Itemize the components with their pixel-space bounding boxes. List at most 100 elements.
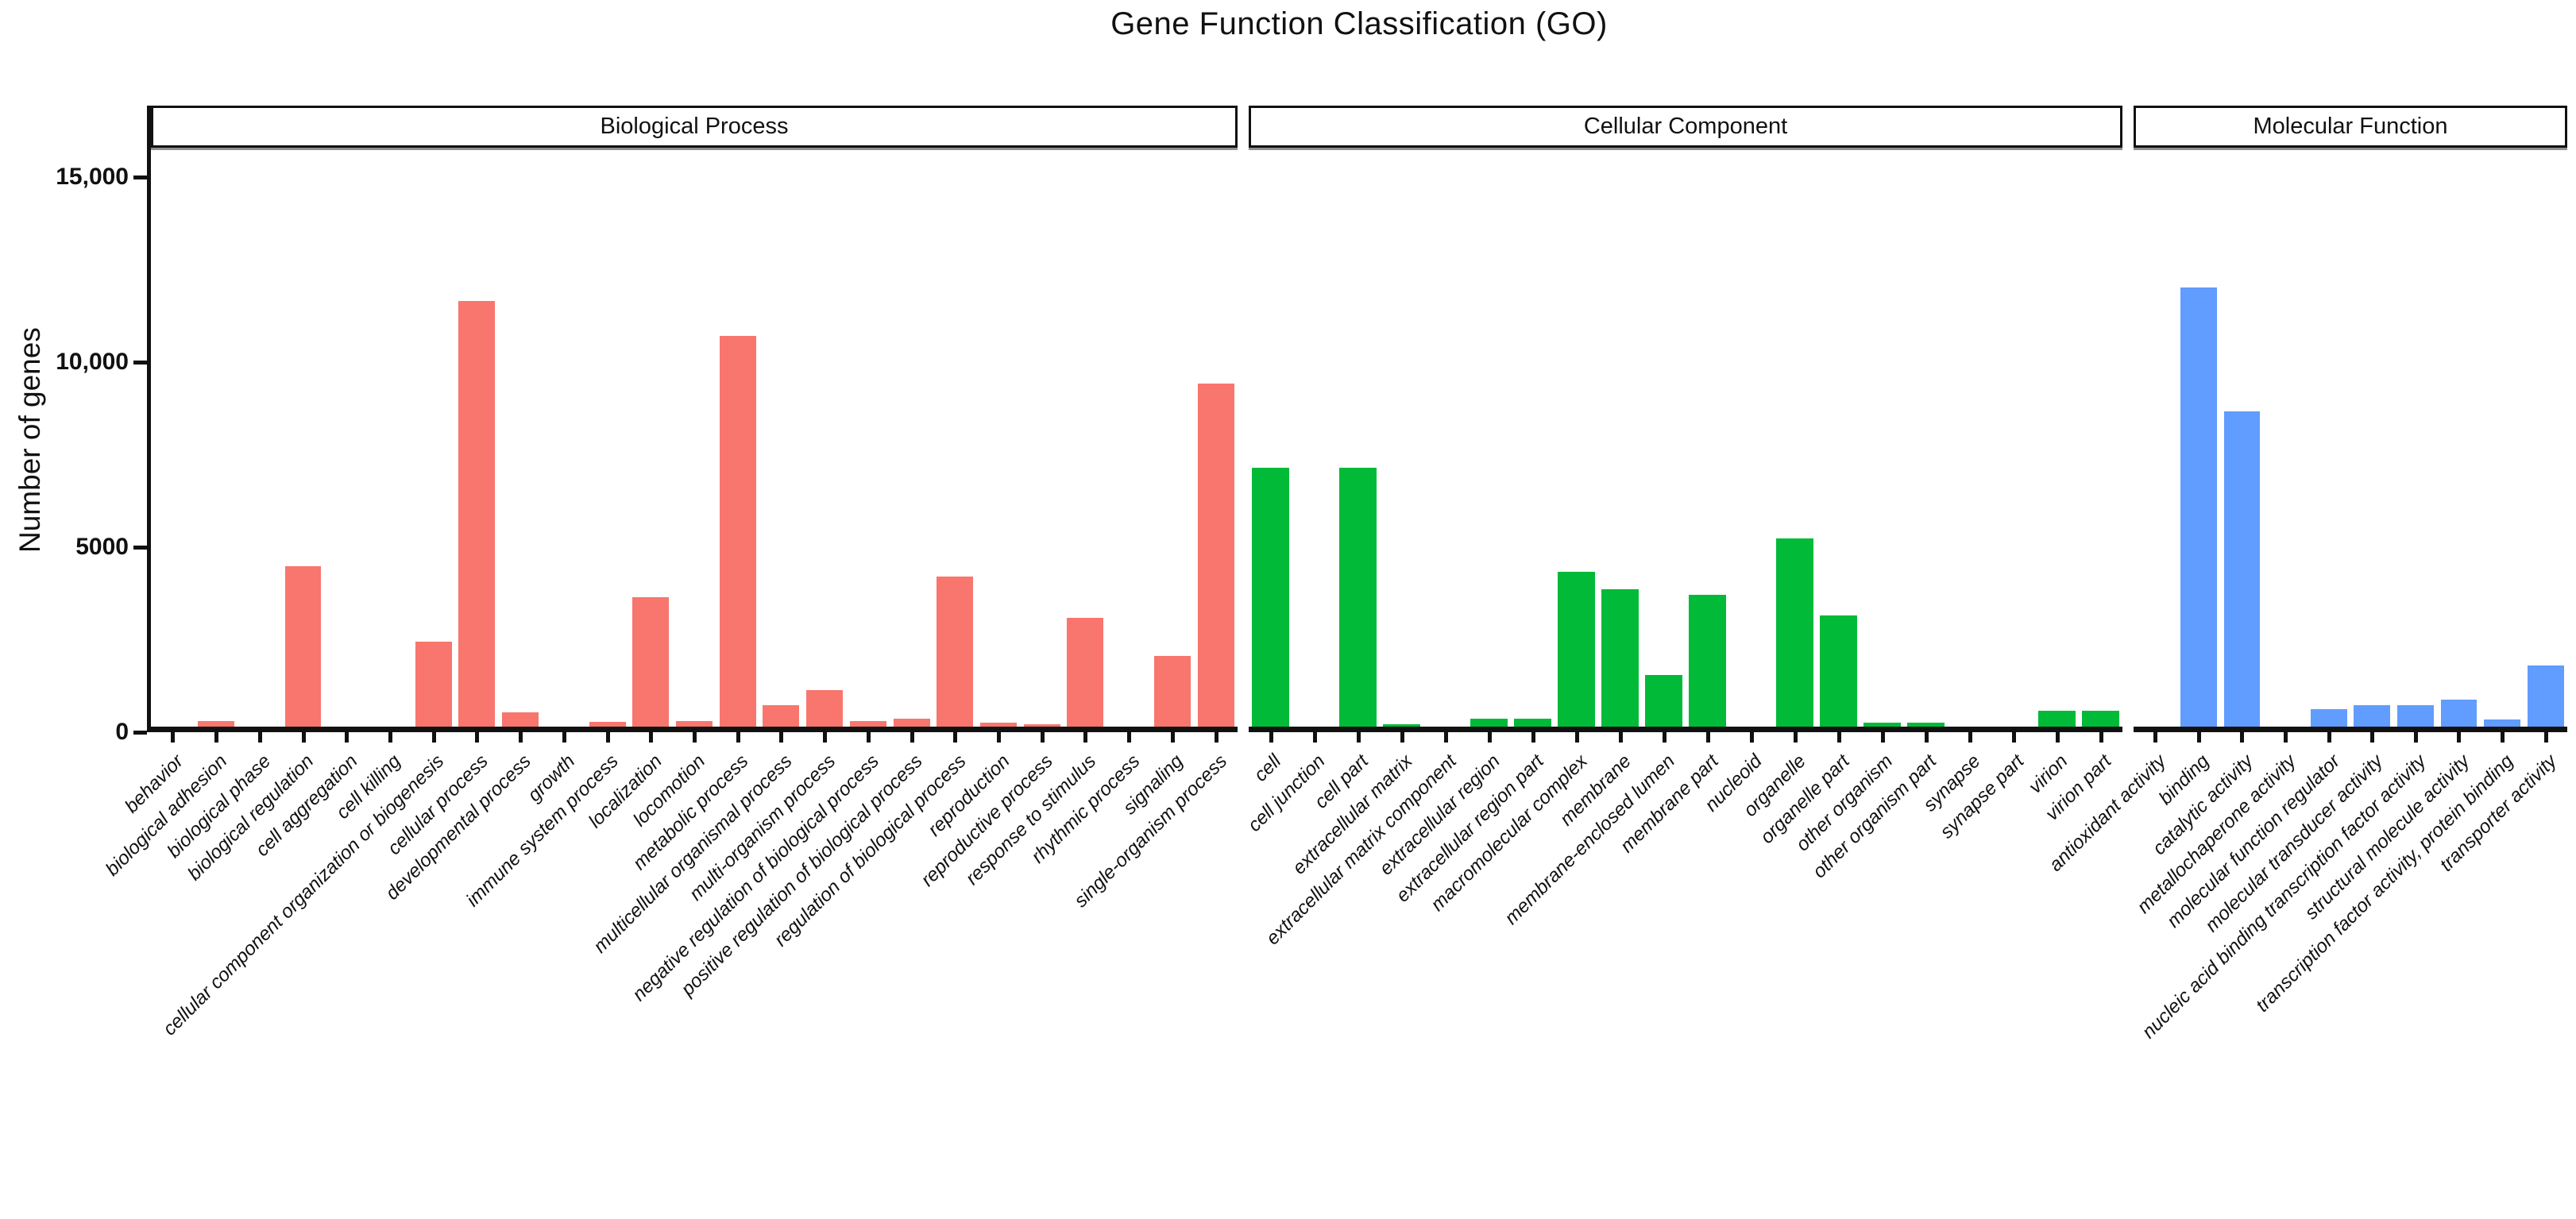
bar — [1907, 723, 1945, 727]
bar-slot: biological phase — [163, 150, 281, 862]
x-tick-mark — [431, 732, 436, 743]
x-tick-mark — [388, 732, 392, 743]
bar-slot: synapse part — [1936, 150, 2035, 843]
bar-slot: organelle part — [1756, 150, 1860, 848]
bar-slot: synapse — [1919, 150, 1991, 816]
bar — [589, 722, 626, 727]
bar — [1197, 384, 1234, 727]
x-tick-mark — [2196, 732, 2201, 743]
bar — [458, 301, 496, 727]
bar — [1689, 595, 1726, 727]
bar-slot: biological adhesion — [102, 150, 238, 880]
bar-slot: structural molecule activity — [2300, 150, 2481, 924]
bar-slot: single-organism process — [1070, 150, 1238, 912]
bar-slot: membrane part — [1616, 150, 1729, 857]
bar — [2180, 287, 2217, 727]
bar-slot: metabolic process — [629, 150, 759, 874]
bar-slot: catalytic activity — [2149, 150, 2264, 859]
bar-slot: cell — [1249, 150, 1292, 786]
bar — [1339, 468, 1377, 727]
bar — [632, 597, 670, 727]
bar-slot: membrane-enclosed lumen — [1500, 150, 1686, 929]
x-tick-mark — [1083, 732, 1088, 743]
x-tick-mark — [1170, 732, 1175, 743]
x-tick-mark — [1662, 732, 1666, 743]
bar — [1776, 538, 1813, 727]
x-tick-mark — [257, 732, 262, 743]
x-tick-mark — [736, 732, 740, 743]
x-tick-mark — [1618, 732, 1623, 743]
bar — [1514, 719, 1551, 727]
y-tick-label: 0 — [115, 719, 129, 745]
bar — [1383, 724, 1420, 727]
y-axis-title: Number of genes — [14, 327, 46, 553]
bar-slot: rhythmic process — [1027, 150, 1151, 867]
facet-strip-label: Molecular Function — [2134, 106, 2567, 148]
bar — [502, 712, 539, 727]
x-tick-mark — [475, 732, 480, 743]
bar-slot: cell junction — [1244, 150, 1336, 836]
bar-slot: localization — [584, 150, 673, 832]
bar — [2396, 705, 2434, 727]
bar — [937, 577, 974, 727]
x-tick-mark — [779, 732, 784, 743]
bar — [763, 705, 800, 727]
x-tick-mark — [2327, 732, 2331, 743]
x-tick-mark — [997, 732, 1002, 743]
bar-slot: transcription factor activity, protein b… — [2251, 150, 2524, 1016]
x-tick-mark — [953, 732, 958, 743]
x-tick-mark — [301, 732, 306, 743]
x-tick-mark — [1836, 732, 1841, 743]
x-tick-mark — [2413, 732, 2418, 743]
bar-slot: membrane — [1555, 150, 1642, 830]
bar-slot: regulation of biological process — [770, 150, 977, 951]
bar — [1601, 589, 1639, 727]
bar — [1470, 719, 1508, 727]
x-tick-mark — [866, 732, 871, 743]
bar — [1558, 572, 1595, 727]
x-tick-mark — [823, 732, 828, 743]
bar-slot: reproduction — [924, 150, 1021, 840]
bar — [2082, 711, 2119, 727]
bar — [2310, 709, 2347, 727]
bar — [719, 336, 756, 727]
y-axis-line — [147, 106, 152, 732]
x-tick-mark — [605, 732, 610, 743]
bar-slot: cell part — [1311, 150, 1380, 813]
bar — [284, 566, 322, 727]
x-tick-mark — [1443, 732, 1448, 743]
x-tick-mark — [214, 732, 219, 743]
x-tick-mark — [2370, 732, 2375, 743]
bar — [1023, 724, 1060, 727]
x-tick-mark — [519, 732, 523, 743]
facet-strip-label: Biological Process — [151, 106, 1238, 148]
bar-slot: positive regulation of biological proces… — [677, 150, 933, 1000]
bar-slot: virion — [2025, 150, 2079, 798]
bar — [198, 721, 235, 727]
bar-slot: developmental process — [382, 150, 543, 905]
bar — [2440, 700, 2478, 727]
bar-slot: signaling — [1119, 150, 1195, 819]
x-tick-mark — [1487, 732, 1492, 743]
x-tick-mark — [562, 732, 566, 743]
bar-slot: virion part — [2041, 150, 2122, 825]
bar-slot: organelle — [1740, 150, 1817, 821]
x-tick-mark — [345, 732, 350, 743]
bar-slot: extracellular matrix component — [1261, 150, 1467, 949]
x-tick-mark — [692, 732, 697, 743]
bar — [2527, 665, 2564, 727]
bar-slot: metallochaperone activity — [2134, 150, 2308, 918]
bar-slot: biological regulation — [183, 150, 325, 885]
bar-slot: behavior — [121, 150, 195, 817]
bar-slot: other organism — [1792, 150, 1904, 855]
y-tick-mark — [133, 546, 147, 550]
chart-title: Gene Function Classification (GO) — [1110, 6, 1608, 41]
